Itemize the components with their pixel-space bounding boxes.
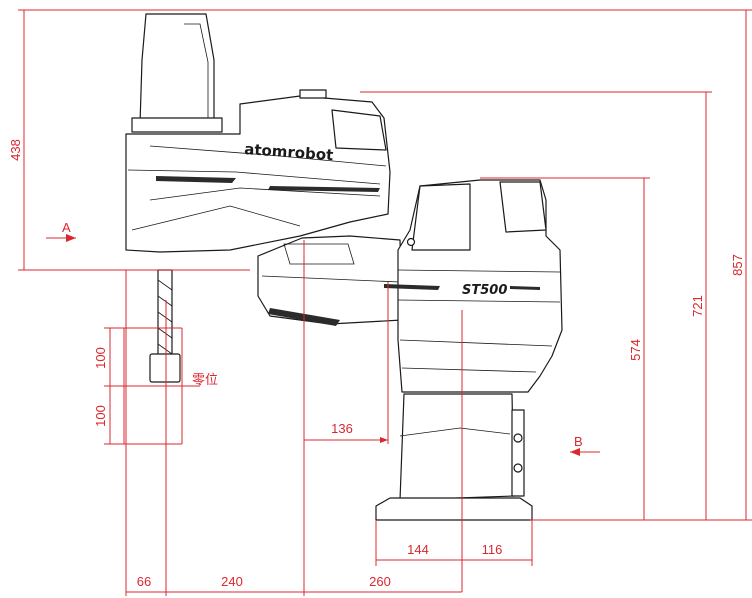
dim-438: 438 [8,139,23,161]
dim-144: 144 [407,542,429,557]
dim-240: 240 [221,574,243,589]
tool-flange [149,353,181,383]
dimension-lines: 438 857 721 574 100 100 零位 136 144 [8,9,752,596]
dim-stroke-upper: 100 [93,347,108,369]
robot-base-column [399,393,515,501]
model-logo: ST500 [462,283,507,298]
top-motor-housing [139,13,215,125]
dim-136: 136 [331,421,353,436]
section-label-b: B [574,434,583,449]
zero-position-label: 零位 [192,372,218,387]
dim-857: 857 [730,254,745,276]
dim-574: 574 [628,339,643,361]
robot-base-plate [375,497,533,521]
dim-66: 66 [137,574,151,589]
spline-shaft [157,269,173,357]
section-label-a: A [62,220,71,235]
dim-260: 260 [369,574,391,589]
dim-721: 721 [690,295,705,317]
robot-body: atomrobot ST500 [125,13,563,521]
dim-stroke-lower: 100 [93,405,108,427]
dim-116: 116 [482,542,503,557]
